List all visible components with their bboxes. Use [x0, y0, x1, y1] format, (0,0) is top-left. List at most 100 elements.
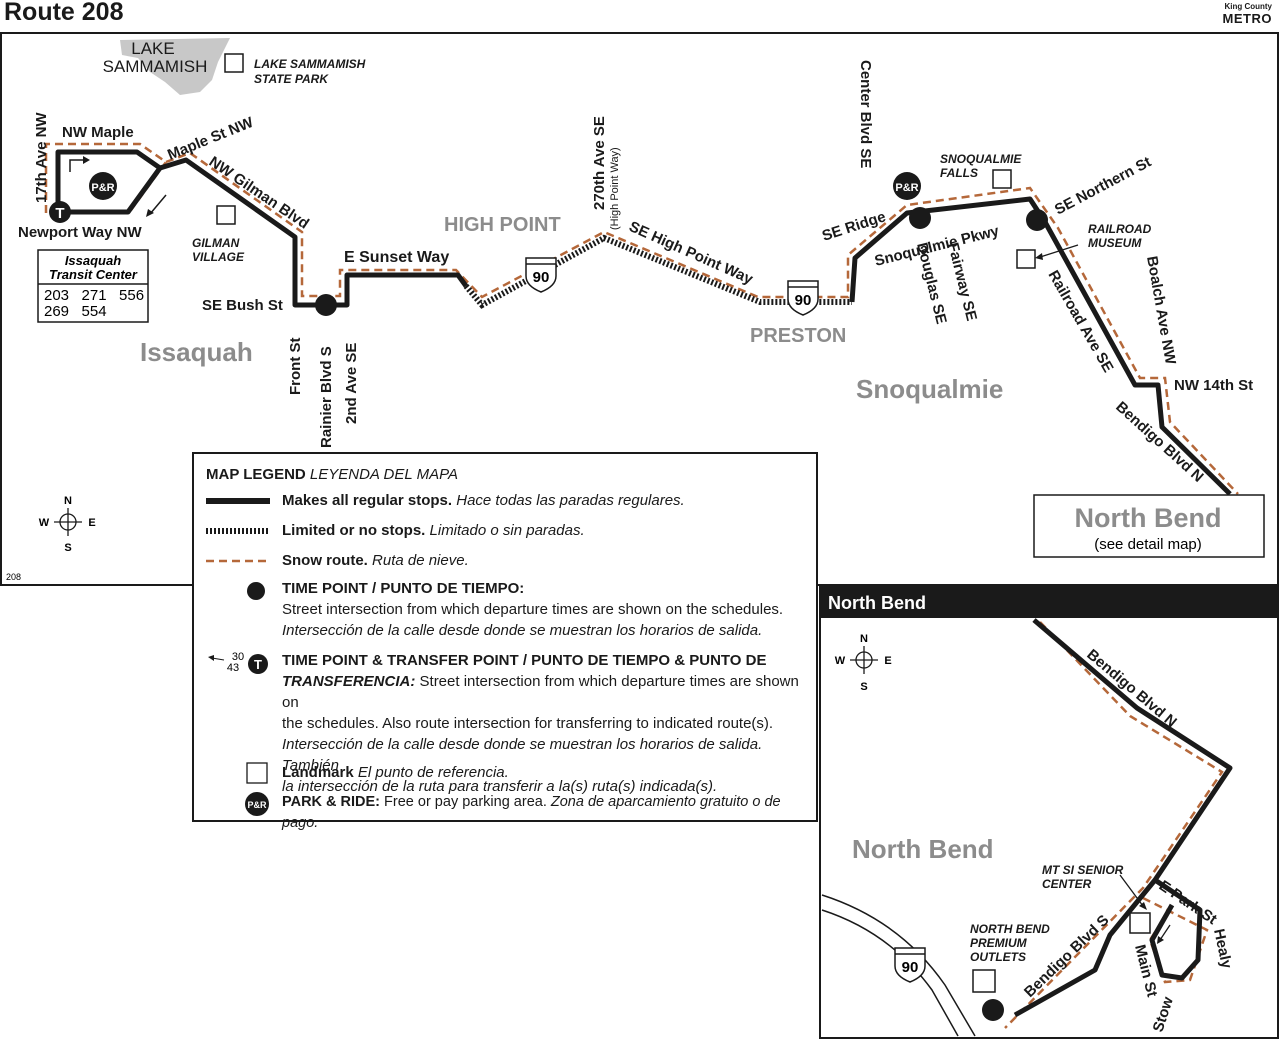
legend-limited-es: Limitado o sin paradas.	[429, 522, 585, 539]
transit-center-box: Issaquah Transit Center 203 271 556 269 …	[37, 249, 149, 323]
legend-transfer-route-1: 30	[232, 651, 244, 663]
highway-number-2: 90	[795, 292, 812, 309]
timepoint-se-bush	[315, 294, 337, 316]
legend-transfer-es-2: la intersección de la ruta para transfer…	[282, 778, 718, 795]
landmark-museum-1: RAILROAD	[1088, 222, 1152, 236]
timepoint-se-northern	[1026, 209, 1048, 231]
legend-timepoint-icon	[247, 582, 265, 600]
transfer-point-icon	[49, 201, 71, 223]
landmark-icon	[972, 969, 996, 993]
landmark-falls-1: SNOQUALMIE	[940, 152, 1022, 166]
arrow-head-icon	[146, 209, 154, 217]
legend-title-es: LEYENDA DEL MAPA	[309, 466, 459, 483]
legend-timepoint-title: TIME POINT / PUNTO DE TIEMPO:	[282, 580, 525, 597]
route-line-inset	[1013, 618, 1233, 1018]
area-preston: PRESTON	[750, 325, 846, 347]
landmark-outlets-3: OUTLETS	[970, 950, 1026, 964]
legend-landmark-es: El punto de referencia.	[357, 764, 509, 781]
timepoint-center-blvd	[909, 207, 931, 229]
highway-number-3: 90	[902, 959, 919, 976]
logo-line2: METRO	[1222, 11, 1272, 26]
arrow-head-icon	[1139, 902, 1147, 910]
compass-inset-icon: N S E W	[835, 633, 892, 693]
landmark-icon	[224, 53, 244, 73]
pr-label-1: P&R	[91, 182, 114, 194]
landmark-outlets-1: NORTH BEND	[970, 922, 1050, 936]
legend-transfer-title: TIME POINT & TRANSFER POINT / PUNTO DE T…	[282, 652, 767, 669]
tc-routes-1: 203 271 556	[44, 287, 144, 304]
compass-inset-s: S	[860, 681, 867, 693]
legend-snow-es: Ruta de nieve.	[372, 552, 469, 569]
legend-title: MAP LEGEND	[206, 466, 306, 483]
street-front-st: Front St	[287, 338, 304, 396]
compass-s: S	[64, 542, 71, 554]
i90-shield-3: 90	[894, 947, 926, 983]
landmark-icon	[1016, 249, 1036, 269]
landmark-lake-park-2: STATE PARK	[254, 72, 329, 86]
park-and-ride-icon	[89, 172, 117, 200]
legend-transfer-icon: 30 43 T	[208, 651, 268, 674]
street-boalch: Boalch Ave NW	[1143, 255, 1179, 367]
see-detail-map: (see detail map)	[1094, 536, 1202, 553]
landmark-icon	[216, 205, 236, 225]
arrow-icon	[69, 159, 88, 172]
legend-landmark-icon	[246, 762, 268, 784]
street-snoq-pkwy: Snoqualmie Pkwy	[873, 222, 1001, 270]
tc-name-1: Issaquah	[65, 253, 121, 268]
king-county-metro-logo: King County METRO	[1223, 2, 1272, 26]
compass-inset-e: E	[884, 655, 891, 667]
landmark-senior-1: MT SI SENIOR	[1042, 863, 1124, 877]
legend-transfer-en-2: the schedules. Also route intersection f…	[282, 715, 774, 732]
area-north-bend-inset: North Bend	[852, 834, 994, 864]
arrow-head-icon	[83, 156, 90, 164]
pr-label-2: P&R	[895, 182, 918, 194]
area-snoqualmie: Snoqualmie	[856, 374, 1003, 404]
street-newport-way: Newport Way NW	[18, 224, 142, 241]
legend-dotted-line-icon	[206, 528, 270, 534]
i90-shield-1: 90	[525, 257, 557, 293]
arrow-icon	[1159, 924, 1171, 941]
arrow-head-icon	[1035, 253, 1043, 260]
legend-limited-en: Limited or no stops.	[282, 522, 426, 539]
landmark-lake-park-1: LAKE SAMMAMISH	[254, 57, 366, 71]
map-id: 208	[6, 572, 21, 582]
tc-name-2: Transit Center	[49, 267, 138, 282]
landmark-icon	[1129, 912, 1151, 934]
i90-shield-2: 90	[787, 280, 819, 316]
route-title: Route 208	[4, 0, 124, 26]
legend-timepoint-en: Street intersection from which departure…	[282, 601, 784, 618]
street-douglas: Douglas SE	[913, 241, 950, 326]
street-center-blvd: Center Blvd SE	[857, 60, 874, 168]
arrow-icon	[149, 194, 167, 215]
map-legend: MAP LEGEND LEYENDA DEL MAPA Makes all re…	[192, 452, 818, 831]
compass-inset-w: W	[835, 655, 846, 667]
landmark-gilman-2: VILLAGE	[192, 250, 245, 264]
compass-w: W	[39, 517, 50, 529]
street-high-point-way-sub: (High Point Way)	[609, 147, 621, 230]
arrow-head-icon	[1157, 936, 1164, 944]
street-2nd-ave: 2nd Ave SE	[343, 343, 360, 424]
inset-title-bar	[820, 586, 1278, 618]
logo-line1: King County	[1224, 2, 1272, 11]
landmark-outlets-2: PREMIUM	[970, 936, 1028, 950]
area-issaquah: Issaquah	[140, 337, 253, 367]
transfer-symbol: T	[55, 205, 64, 222]
legend-pr-en: PARK & RIDE:	[282, 794, 381, 810]
legend-snow-en: Snow route.	[282, 552, 368, 569]
landmark-falls-2: FALLS	[940, 166, 978, 180]
legend-transfer-en-1: Street intersection from which departure…	[282, 673, 799, 711]
legend-park-and-ride-icon: P&R	[245, 792, 269, 816]
lake-label-1: LAKE	[131, 39, 174, 58]
legend-pr-desc: Free or pay parking area.	[384, 794, 547, 810]
timepoint-bendigo-s	[982, 999, 1004, 1021]
lake-sammamish	[120, 38, 230, 95]
street-e-sunset: E Sunset Way	[344, 249, 449, 266]
street-se-northern: SE Northern St	[1052, 153, 1154, 218]
highway-number-1: 90	[533, 269, 550, 286]
legend-regular-es: Hace todas las paradas regulares.	[456, 492, 685, 509]
area-high-point: HIGH POINT	[444, 214, 561, 236]
street-nw-maple: NW Maple	[62, 124, 134, 141]
legend-pr-symbol: P&R	[247, 800, 267, 810]
legend-transfer-symbol: T	[254, 657, 262, 672]
